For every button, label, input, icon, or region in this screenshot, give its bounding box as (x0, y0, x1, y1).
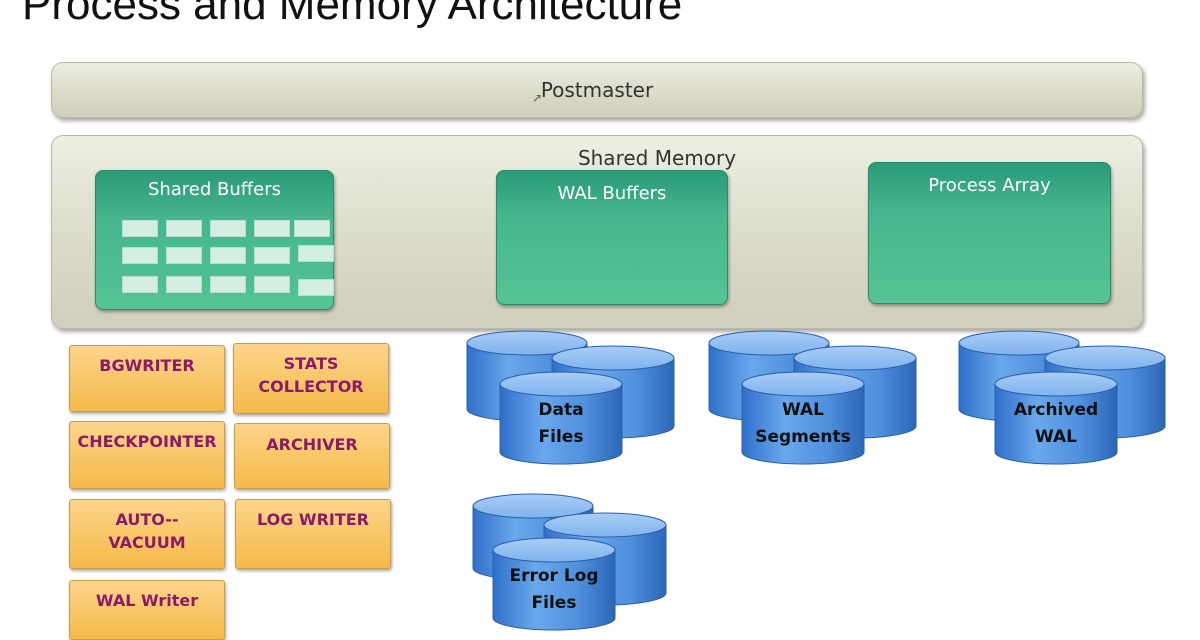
buffer-cell (254, 247, 290, 264)
buffer-cell (122, 220, 158, 237)
buffer-cell (210, 220, 246, 237)
buffer-cell (210, 247, 246, 264)
buffer-cell (166, 276, 202, 293)
shared-buffers-label: Shared Buffers (147, 179, 282, 200)
buffer-cell (298, 279, 334, 296)
buffer-cell (254, 276, 290, 293)
checkpointer-process: CHECKPOINTER (69, 421, 225, 489)
autovacuum-process: AUTO-- VACUUM (69, 499, 225, 569)
data-files-storage (466, 330, 675, 465)
autovacuum-line-2: VACUUM (108, 533, 186, 552)
archived-wal-label: Archived WAL (995, 397, 1117, 451)
log-writer-process: LOG WRITER (235, 499, 391, 569)
archiver-process: ARCHIVER (234, 423, 390, 489)
wal-segments-storage (708, 330, 917, 465)
error-log-files-label: Error Log Files (493, 563, 615, 617)
bgwriter-process: BGWRITER (69, 345, 225, 412)
error-log-files-storage (472, 493, 667, 631)
wal-segments-label: WAL Segments (742, 397, 864, 451)
mouse-cursor-icon: ↗ (532, 91, 543, 105)
wal-writer-process: WAL Writer (69, 580, 225, 640)
data-files-line-1: Data (538, 400, 584, 420)
wal-buffers-label: WAL Buffers (557, 183, 667, 204)
cylinder-front (741, 371, 865, 465)
postmaster-band: Postmaster (51, 62, 1143, 118)
page-title: Process and Memory Architecture (22, 0, 683, 29)
archived-wal-line-2: WAL (1035, 427, 1077, 447)
cylinder-front (499, 371, 623, 465)
buffer-cell (298, 245, 334, 262)
buffer-cell (122, 276, 158, 293)
archiver-label: ARCHIVER (266, 435, 358, 454)
wal-writer-label: WAL Writer (95, 591, 199, 610)
bgwriter-label: BGWRITER (99, 356, 195, 375)
stats-collector-process: STATS COLLECTOR (233, 343, 389, 414)
data-files-line-2: Files (538, 427, 584, 447)
wal-segments-line-1: WAL (782, 400, 824, 420)
buffer-cell (294, 220, 330, 237)
buffer-cell (166, 220, 202, 237)
archived-wal-line-1: Archived (1013, 400, 1099, 420)
buffer-cell (166, 247, 202, 264)
cylinder-front (994, 371, 1118, 465)
error-log-files-line-2: Files (531, 593, 577, 613)
wal-buffers-box: WAL Buffers (496, 170, 728, 305)
buffer-cell (210, 276, 246, 293)
error-log-files-line-1: Error Log (509, 566, 599, 586)
buffer-cell (122, 247, 158, 264)
shared-buffers-box: Shared Buffers (95, 170, 334, 310)
autovacuum-line-1: AUTO-- (115, 510, 179, 529)
data-files-label: Data Files (500, 397, 622, 451)
cylinder-front (492, 537, 616, 631)
wal-segments-line-2: Segments (755, 427, 851, 447)
process-array-label: Process Array (928, 175, 1051, 196)
postmaster-label: Postmaster (540, 78, 654, 102)
stats-collector-line-1: STATS (283, 354, 339, 373)
archived-wal-storage (958, 330, 1166, 465)
log-writer-label: LOG WRITER (256, 510, 369, 529)
buffer-cell (254, 220, 290, 237)
checkpointer-label: CHECKPOINTER (77, 432, 217, 451)
shared-memory-label: Shared Memory (577, 146, 737, 170)
process-array-box: Process Array (868, 162, 1111, 304)
stats-collector-line-2: COLLECTOR (258, 377, 364, 396)
